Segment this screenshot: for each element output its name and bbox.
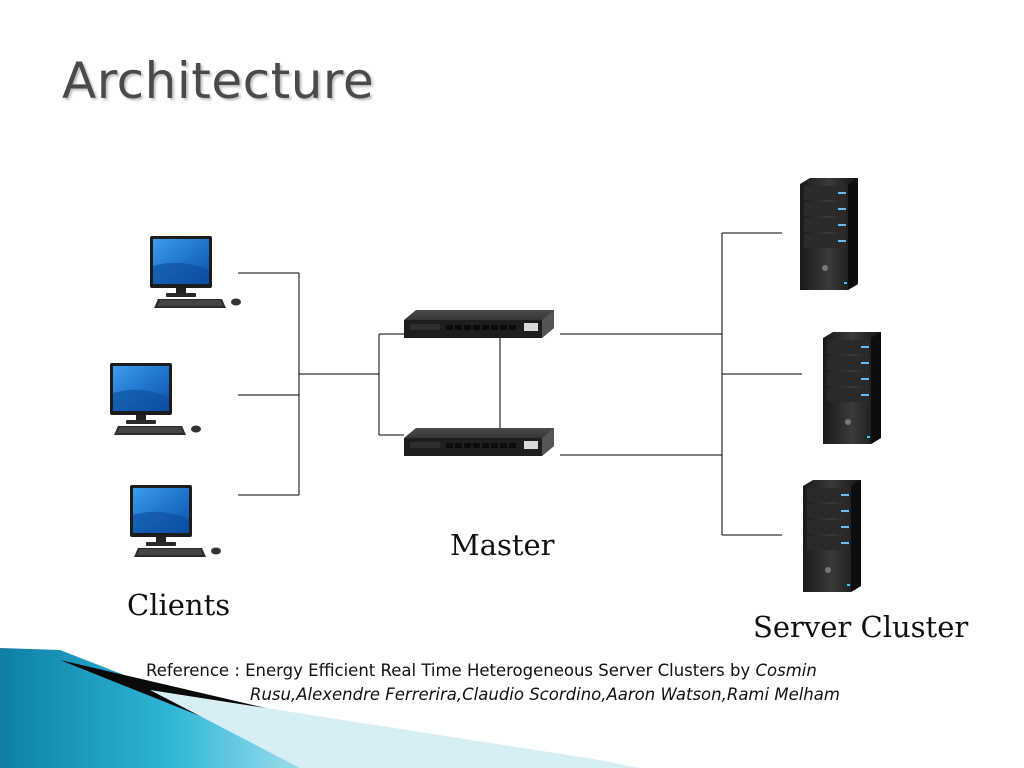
clients-label: Clients: [127, 588, 231, 622]
client-3: [130, 485, 221, 557]
connection-lines: [238, 232, 802, 536]
client-1: [150, 236, 241, 308]
reference-prefix: Reference : Energy Efficient Real Time H…: [146, 661, 756, 680]
master-switch-2: [404, 428, 554, 456]
client-2: [110, 363, 201, 435]
desktop-computer-icon: [110, 363, 201, 435]
tower-server-icon: [803, 480, 861, 592]
server-2: [823, 332, 881, 444]
reference-authors-line2: Rusu,Alexendre Ferrerira,Claudio Scordin…: [250, 685, 840, 704]
tower-server-icon: [800, 178, 858, 290]
tower-server-icon: [823, 332, 881, 444]
server-1: [800, 178, 858, 290]
network-switch-icon: [404, 310, 554, 338]
master-label: Master: [450, 528, 555, 562]
server-cluster-label: Server Cluster: [753, 610, 969, 644]
slide-title: Architecture: [62, 52, 375, 110]
desktop-computer-icon: [130, 485, 221, 557]
network-switch-icon: [404, 428, 554, 456]
master-switch-1: [404, 310, 554, 338]
reference-citation: Reference : Energy Efficient Real Time H…: [146, 659, 966, 707]
reference-authors-line1: Cosmin: [755, 661, 817, 680]
server-3: [803, 480, 861, 592]
desktop-computer-icon: [150, 236, 241, 308]
